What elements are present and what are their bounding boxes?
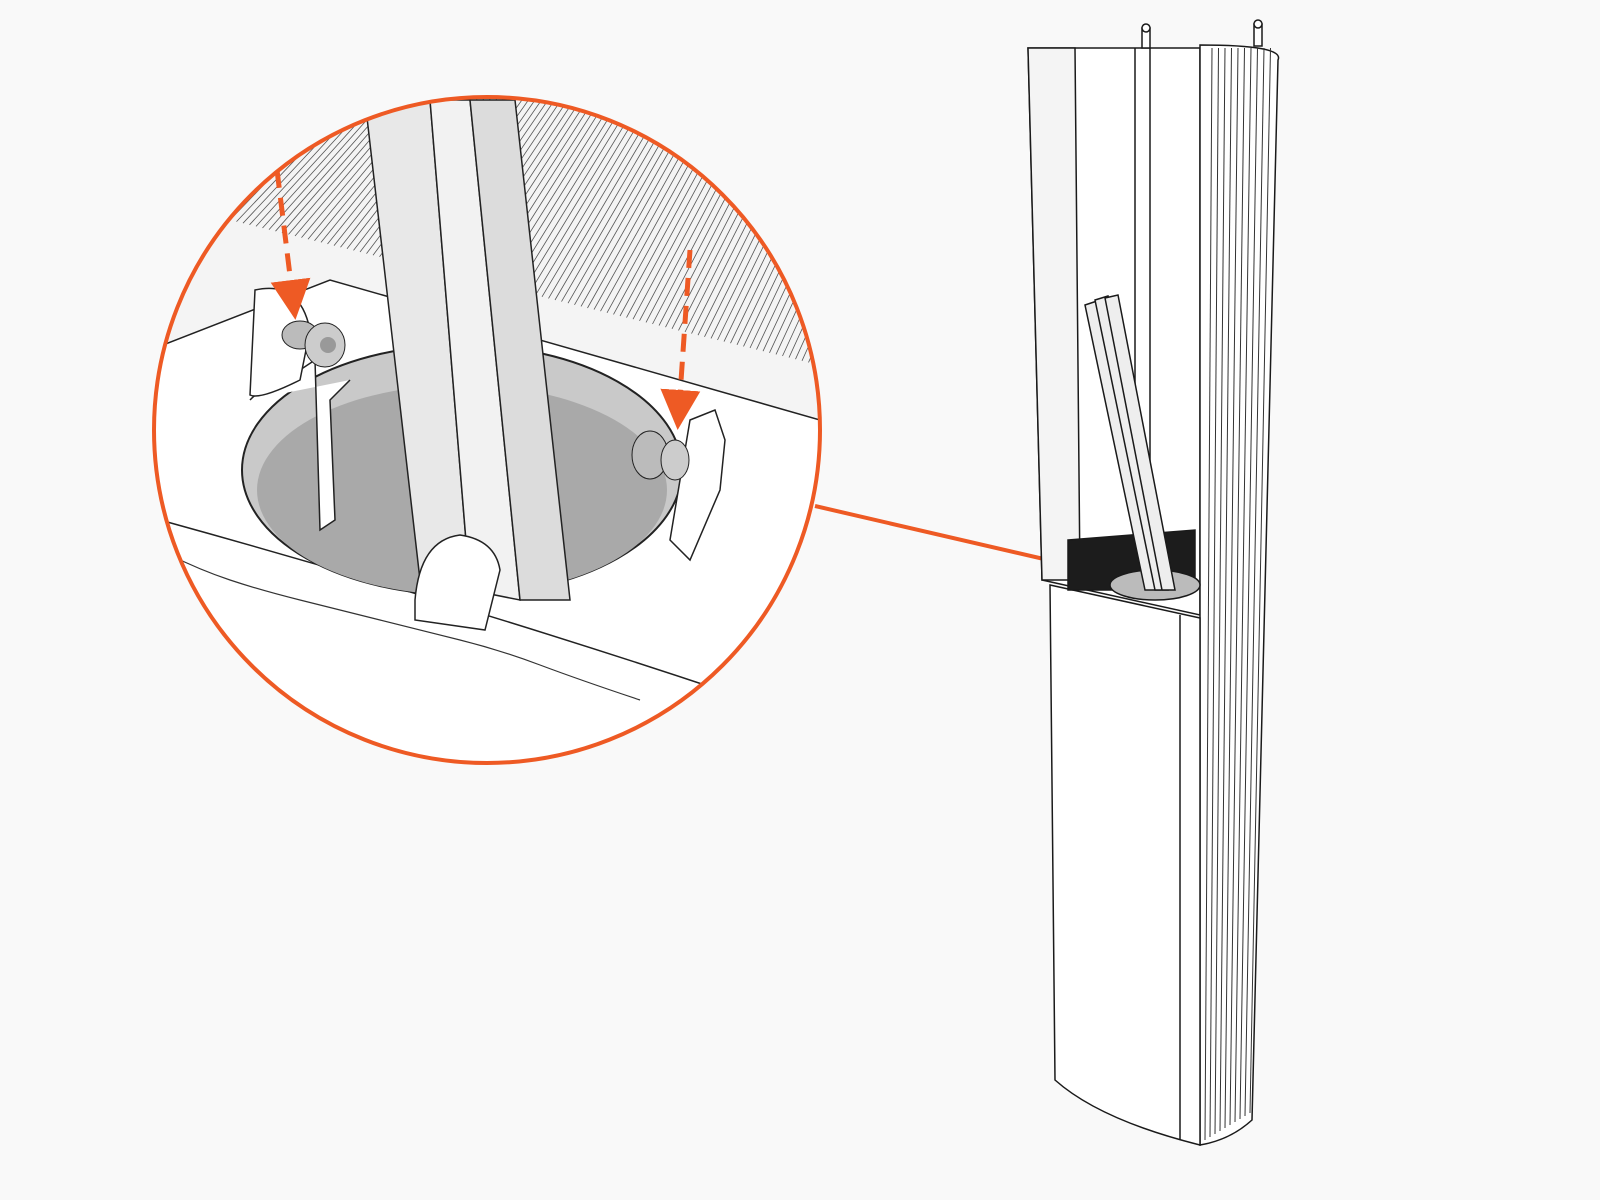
screw-left: [281, 320, 346, 368]
flute-line: [1204, 47, 1213, 1141]
cable-bundle: [1084, 294, 1176, 591]
flute-line: [1219, 47, 1232, 1132]
flute-line: [1224, 47, 1239, 1129]
bristle: [515, 97, 637, 291]
flute-line: [1229, 47, 1245, 1126]
flute-line: [1234, 47, 1252, 1123]
flute-line: [1244, 47, 1265, 1117]
insertion-arrow-left: [270, 169, 311, 320]
top-pins: [1141, 19, 1263, 49]
column-flutes: [1204, 47, 1271, 1141]
flute-line: [1214, 47, 1226, 1135]
flute-line: [1239, 47, 1258, 1120]
bristle: [762, 97, 820, 352]
magnifier-callout: [152, 95, 822, 765]
flute-line: [1249, 47, 1271, 1114]
column-unit: [1027, 19, 1280, 1146]
screw-right: [631, 430, 690, 481]
detail-callout: [154, 97, 820, 763]
rail-profile: [364, 99, 571, 601]
bristle: [769, 97, 820, 353]
flute-line: [1209, 47, 1219, 1138]
